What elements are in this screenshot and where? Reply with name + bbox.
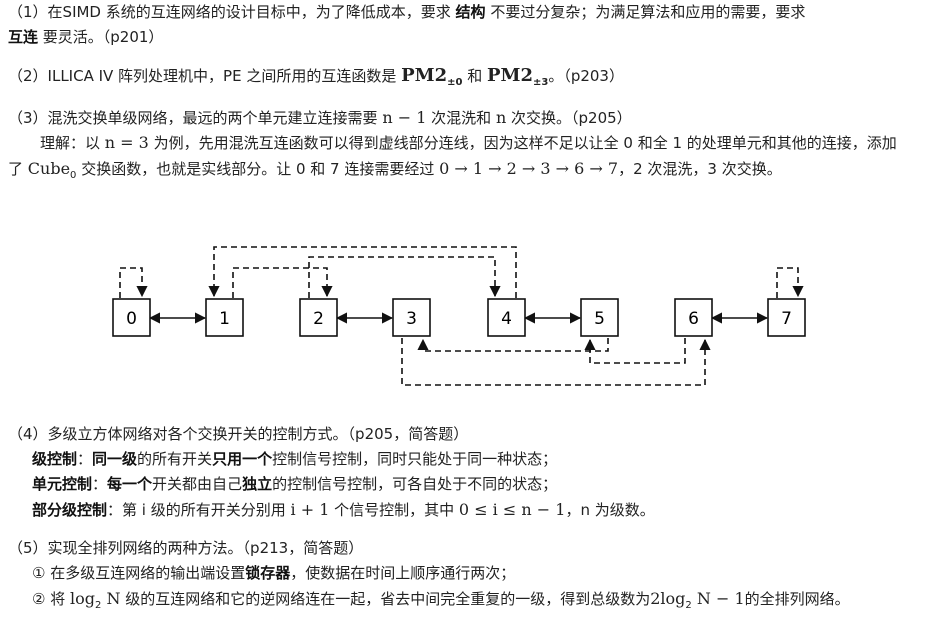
node-1-label: 1 (219, 309, 230, 329)
node-7: 7 (767, 298, 806, 337)
item-3-text-mid: 次混洗和 (426, 109, 496, 127)
node-4-label: 4 (501, 309, 512, 329)
node-0-label: 0 (126, 309, 137, 329)
bold-latch: 锁存器 (245, 564, 291, 582)
item-3-math-n: n (495, 108, 507, 127)
node-6: 6 (674, 298, 713, 337)
expl-cube-base: Cube (27, 159, 71, 178)
shuffle-link-3-6 (401, 338, 711, 386)
text: ，n 为级数。 (565, 501, 655, 519)
item-3: （3）混洗交换单级网络，最远的两个单元建立连接需要 n − 1 次混洗和 n 次… (8, 105, 908, 131)
item-4-line-2: 单元控制：每一个开关都由自己独立的控制信号控制，可各自处于不同的状态； (8, 472, 931, 497)
item-1: （1）在SIMD 系统的互连网络的设计目标中，为了降低成本，要求 结构 不要过分… (8, 0, 908, 50)
shuffle-loop-7 (776, 267, 804, 298)
node-4: 4 (487, 298, 526, 337)
item-2-and: 和 (462, 67, 487, 85)
shuffle-link-6-5 (584, 338, 686, 364)
bold-only-one: 只用一个 (212, 450, 273, 468)
math-log-sub: 2 (94, 600, 102, 611)
shuffle-links (119, 246, 804, 386)
control-stage-head: 级控制 (32, 450, 78, 468)
shuffle-link-5-3 (417, 338, 609, 352)
node-5: 5 (580, 298, 619, 337)
node-0: 0 (112, 298, 151, 337)
math-N-minus-1: N − 1 (691, 589, 745, 608)
item-2-suffix: 。（p203） (548, 67, 624, 85)
item-2-text: （2）ILLICA IV 阵列处理机中，PE 之间所用的互连函数是 (8, 67, 402, 85)
math-i-plus-1: i + 1 (290, 500, 330, 519)
item-1-bold-structure: 结构 (455, 3, 486, 21)
item-4-line-1: 级控制：同一级的所有开关只用一个控制信号控制，同时只能处于同一种状态； (8, 447, 931, 472)
text: 的所有开关 (137, 450, 213, 468)
control-unit-head: 单元控制 (32, 475, 93, 493)
text: 控制信号控制，同时只能处于同一种状态； (272, 450, 558, 468)
math-N: N (101, 589, 121, 608)
item-5-method-1: ① 在多级互连网络的输出端设置锁存器，使数据在时间上顺序通行两次； (8, 561, 931, 586)
item-1-text: （1）在SIMD 系统的互连网络的设计目标中，为了降低成本，要求 (8, 3, 456, 21)
shuffle-link-4-1 (208, 246, 517, 298)
math-log: log (69, 589, 95, 608)
item-4-title: （4）多级立方体网络对各个交换开关的控制方式。（p205，简答题） (8, 425, 469, 443)
math-2log-sub: 2 (685, 600, 692, 611)
text: ② 将 (32, 590, 70, 608)
item-2: （2）ILLICA IV 阵列处理机中，PE 之间所用的互连函数是 PM2±0 … (8, 63, 908, 95)
item-1-bold-interconnect: 互连 (8, 28, 39, 46)
text: ：第 i 级的所有开关分别用 (107, 501, 291, 519)
bold-each-one: 每一个 (107, 475, 153, 493)
expl-path: 0 → 1 → 2 → 3 → 6 → 7 (439, 159, 619, 178)
text: 开关都由自己 (152, 475, 243, 493)
item-3-math-n-minus-1: n − 1 (382, 108, 427, 127)
item-1-text-mid: 不要过分复杂；为满足算法和应用的需要，要求 (485, 3, 806, 21)
bold-independent: 独立 (242, 475, 273, 493)
text: 的控制信号控制，可各自处于不同的状态； (272, 475, 558, 493)
item-3-suffix: 次交换。（p205） (506, 109, 632, 127)
item-4-line-3: 部分级控制：第 i 级的所有开关分别用 i + 1 个信号控制，其中 0 ≤ i… (8, 497, 931, 523)
item-5-title: （5）实现全排列网络的两种方法。（p213，简答题） (8, 539, 364, 557)
expl-text-1: 理解：以 (40, 134, 105, 152)
expl-text-4: ，2 次混洗，3 次交换。 (618, 160, 782, 178)
function-pm2-base: PM2 (401, 65, 448, 86)
item-3-explanation: 理解：以 n = 3 为例，先用混洗互连函数可以得到虚线部分连线，因为这样不足以… (8, 130, 908, 188)
expl-text-2: 为例，先用混洗互连函数可以得到虚线部分连线，因为这样不足以让全 0 和全 1 的… (8, 134, 897, 178)
expl-text-3: 交换函数，也就是实线部分。让 0 和 7 连接需要经过 (76, 160, 440, 178)
shuffle-exchange-diagram: 0 1 2 3 4 5 6 7 (112, 246, 806, 386)
function-pm2-sub-0: ±0 (447, 77, 463, 88)
node-3: 3 (392, 298, 431, 337)
text: ① 在多级互连网络的输出端设置 (32, 564, 246, 582)
nodes: 0 1 2 3 4 5 6 7 (112, 298, 806, 337)
node-2: 2 (299, 298, 338, 337)
bold-same-stage: 同一级 (92, 450, 138, 468)
text: 级的互连网络和它的逆网络连在一起，省去中间完全重复的一级，得到总级数为 (120, 590, 651, 608)
shuffle-loop-0 (119, 267, 148, 298)
node-6-label: 6 (688, 309, 699, 329)
text: ，使数据在时间上顺序通行两次； (290, 564, 516, 582)
node-1: 1 (205, 298, 244, 337)
function-pm2-sub-3: ±3 (532, 77, 549, 88)
colon: ： (77, 450, 93, 468)
expl-math-n3: n = 3 (104, 133, 149, 152)
item-1-text-suffix: 要灵活。（p201） (38, 28, 164, 46)
control-partial-stage-head: 部分级控制 (32, 501, 108, 519)
shuffle-link-2-4 (308, 256, 501, 298)
colon: ： (92, 475, 108, 493)
item-3-text: （3）混洗交换单级网络，最远的两个单元建立连接需要 (8, 109, 383, 127)
node-2-label: 2 (313, 309, 324, 329)
math-2log: 2log (650, 589, 686, 608)
shuffle-link-1-2 (232, 267, 333, 298)
text: 个信号控制，其中 (329, 501, 459, 519)
item-5-method-2: ② 将 log2 N 级的互连网络和它的逆网络连在一起，省去中间完全重复的一级，… (8, 586, 908, 618)
math-i-range: 0 ≤ i ≤ n − 1 (458, 500, 566, 519)
text: 的全排列网络。 (744, 590, 850, 608)
function-pm2-base-2: PM2 (487, 65, 533, 86)
expl-cube-sub: 0 (70, 170, 77, 181)
node-3-label: 3 (406, 309, 417, 329)
node-5-label: 5 (594, 309, 605, 329)
node-7-label: 7 (781, 309, 792, 329)
